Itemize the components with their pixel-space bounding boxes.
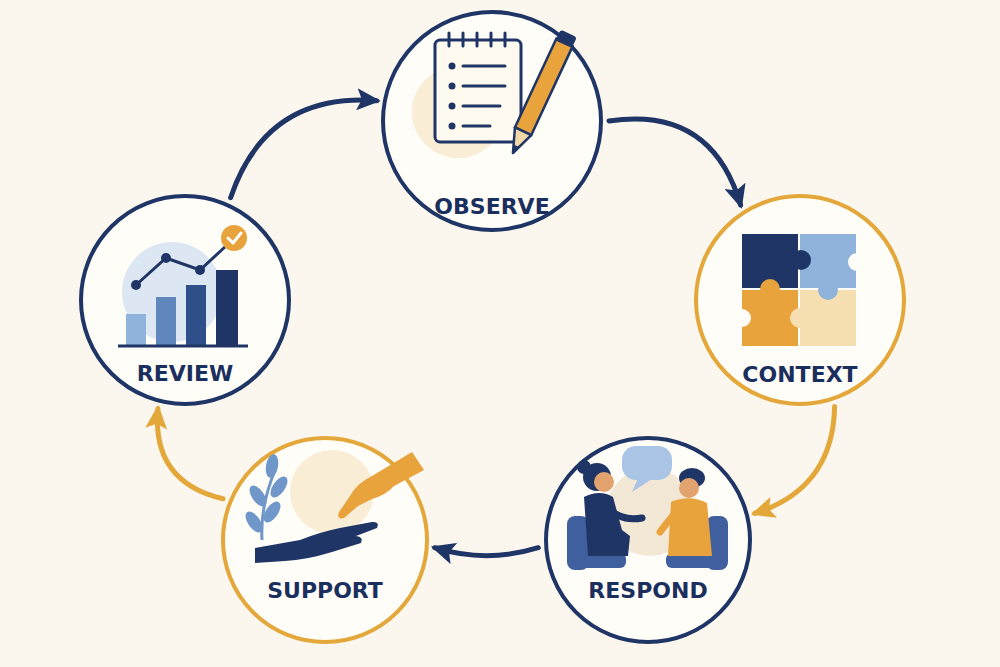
cycle-step-circle: SUPPORT bbox=[221, 436, 429, 644]
cycle-arrow bbox=[157, 409, 223, 499]
cycle-arrow bbox=[609, 119, 741, 205]
cycle-arrow bbox=[755, 407, 835, 514]
cycle-arrow bbox=[435, 548, 539, 556]
step-label: SUPPORT bbox=[225, 577, 425, 605]
cycle-arrow bbox=[231, 100, 377, 198]
step-label: CONTEXT bbox=[698, 361, 902, 389]
step-label: REVIEW bbox=[83, 360, 287, 388]
cycle-step-circle: CONTEXT bbox=[694, 194, 906, 406]
cycle-step-circle: REVIEW bbox=[79, 194, 291, 406]
step-label: OBSERVE bbox=[385, 193, 599, 221]
cycle-step-circle: RESPOND bbox=[544, 436, 752, 644]
step-label: RESPOND bbox=[548, 577, 748, 605]
cycle-step-circle: OBSERVE bbox=[381, 10, 603, 232]
